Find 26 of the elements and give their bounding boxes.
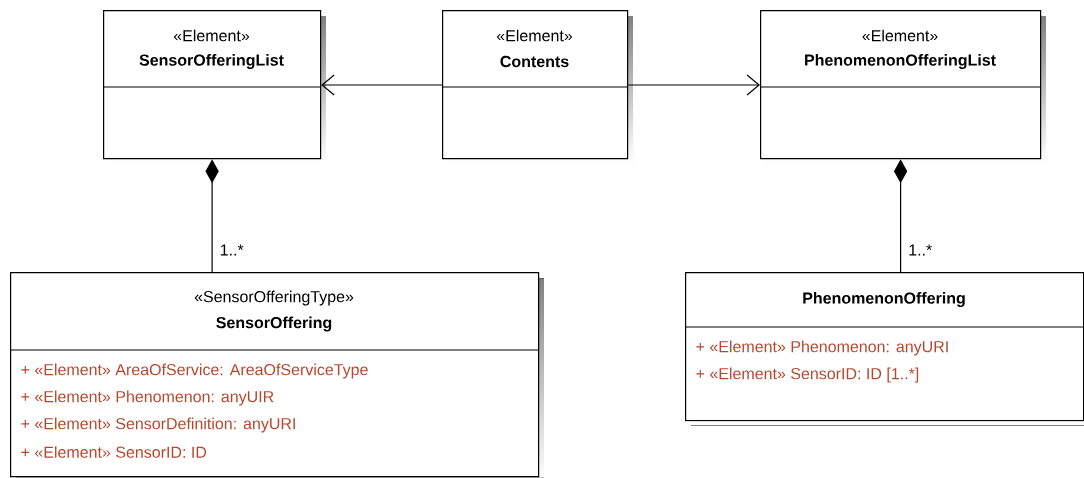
stereotype-label: «SensorOfferingType» <box>194 290 354 306</box>
stereotype-label: «Element» <box>173 29 250 42</box>
attribute-text: + «Element» Phenomenon: anyURI <box>696 340 948 356</box>
multiplicity-label: 1..* <box>218 243 246 257</box>
class-box <box>684 272 1084 426</box>
attribute-text: + «Element» SensorID: ID <box>21 446 207 458</box>
class-box <box>102 10 326 164</box>
class-name: PhenomenonOfferingList <box>805 54 996 69</box>
class-name: SensorOfferingList <box>139 54 284 69</box>
composition-line <box>893 159 908 273</box>
composition-line <box>205 159 219 273</box>
attribute-text: + «Element» AreaOfService: AreaOfServiceType <box>21 363 368 379</box>
stereotype-label: «Element» <box>862 29 938 42</box>
attribute-text: + «Element» Phenomenon: anyUIR <box>21 390 274 406</box>
class-name: Contents <box>500 55 569 68</box>
class-box <box>9 272 544 478</box>
class-name: SensorOffering <box>216 316 332 332</box>
multiplicity-label: 1..* <box>906 243 934 257</box>
class-box <box>441 10 633 164</box>
stereotype-label: «Element» <box>496 29 573 42</box>
attribute-text: + «Element» SensorID: ID [1..*] <box>696 367 919 383</box>
arrow <box>321 74 443 96</box>
arrow <box>627 74 760 96</box>
attribute-text: + «Element» SensorDefinition: anyURI <box>21 417 295 433</box>
class-box <box>759 10 1046 164</box>
class-name: PhenomenonOffering <box>803 292 965 307</box>
